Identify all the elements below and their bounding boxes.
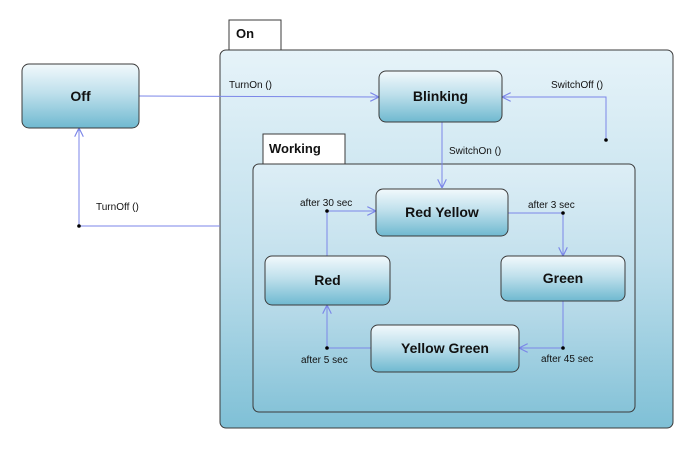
working-composite-state[interactable]: Working: [252, 133, 636, 413]
state-green[interactable]: Green: [500, 255, 626, 302]
state-red-yellow-label: Red Yellow: [405, 204, 479, 220]
edge-switch-off[interactable]: [502, 97, 607, 140]
state-red-label: Red: [314, 272, 340, 288]
after-5-junction-point: [325, 346, 329, 350]
edge-turn-on[interactable]: [138, 96, 379, 97]
edge-after-30-sec-label: after 30 sec: [300, 198, 352, 209]
after-3-junction-point: [561, 211, 565, 215]
state-off[interactable]: Off: [21, 63, 140, 129]
after-30-junction-point: [325, 209, 329, 213]
working-composite-label: Working: [269, 141, 321, 156]
working-composite-body: [252, 163, 636, 413]
state-red[interactable]: Red: [264, 255, 391, 306]
state-off-label: Off: [70, 88, 91, 104]
state-green-label: Green: [543, 270, 583, 286]
edge-turn-off-label: TurnOff (): [96, 202, 139, 213]
state-yellow-green[interactable]: Yellow Green: [370, 324, 520, 373]
on-composite-tab: [228, 19, 282, 51]
turn-off-junction-point: [77, 224, 81, 228]
state-blinking[interactable]: Blinking: [378, 70, 503, 123]
working-composite-tab: [262, 133, 346, 165]
on-composite-label: On: [236, 26, 254, 41]
state-blinking-label: Blinking: [413, 88, 468, 104]
after-45-junction-point: [561, 346, 565, 350]
switch-off-junction-point: [604, 138, 608, 142]
edge-after-45-sec-label: after 45 sec: [541, 354, 593, 365]
edge-turn-on-label: TurnOn (): [229, 80, 272, 91]
state-red-yellow[interactable]: Red Yellow: [375, 188, 509, 237]
edge-switch-off-label: SwitchOff (): [551, 80, 603, 91]
state-yellow-green-label: Yellow Green: [401, 340, 489, 356]
edge-after-5-sec-label: after 5 sec: [301, 355, 348, 366]
edge-switch-on-label: SwitchOn (): [449, 146, 501, 157]
edge-after-3-sec-label: after 3 sec: [528, 200, 575, 211]
